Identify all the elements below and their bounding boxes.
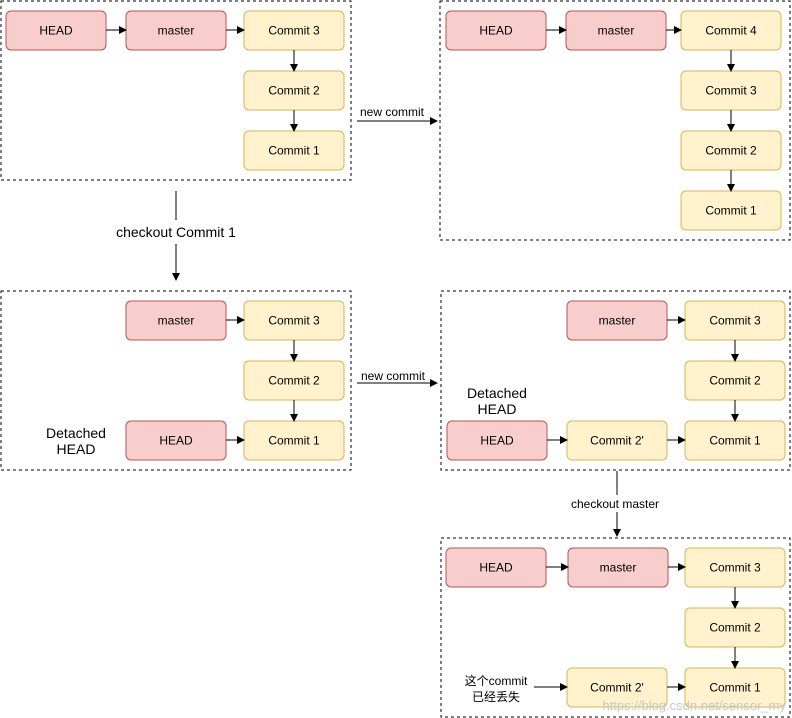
node-head-label: HEAD (479, 561, 513, 575)
lost-label-line-1: 这个commit (465, 673, 528, 688)
node-commit-4-label: Commit 4 (705, 24, 757, 38)
node-commit-3-label: Commit 3 (705, 84, 757, 98)
node-commit-1: Commit 1 (680, 190, 782, 231)
node-commit-2-label: Commit 2 (709, 621, 761, 635)
node-master-label: master (598, 24, 635, 38)
transition-new-commit-top: new commit (357, 105, 438, 125)
node-master-label: master (158, 314, 195, 328)
node-head: HEAD (445, 10, 547, 51)
detached-label-line-1: Detached (46, 425, 106, 441)
node-commit-1-label: Commit 1 (709, 434, 761, 448)
node-commit-2-label: Commit 2 (268, 374, 320, 388)
node-head: HEAD (445, 547, 547, 588)
lost-label-line-2: 已经丢失 (472, 689, 520, 704)
node-master: master (125, 300, 227, 341)
detached-label-line-1: Detached (467, 385, 527, 401)
node-commit-2-prime-label: Commit 2' (590, 681, 644, 695)
node-commit-2: Commit 2 (684, 360, 786, 401)
node-head: HEAD (5, 10, 107, 51)
panel-border (0, 290, 352, 471)
detached-label-line-2: HEAD (478, 401, 517, 417)
node-commit-3-label: Commit 3 (268, 24, 320, 38)
node-master: master (125, 10, 227, 51)
panel-after-new-commit: HEAD master Commit 4 Commit 3 Commit 2 C… (439, 0, 791, 241)
watermark: https://blog.csdn.net/sensor_my (602, 698, 786, 713)
panel-initial: HEAD master Commit 3 Commit 2 Commit 1 (0, 0, 352, 181)
node-commit-1-label: Commit 1 (268, 434, 320, 448)
panel-border (439, 0, 791, 241)
node-commit-2-prime: Commit 2' (566, 420, 668, 461)
node-head-label: HEAD (480, 434, 514, 448)
node-commit-1-label: Commit 1 (709, 681, 761, 695)
node-commit-1: Commit 1 (243, 420, 345, 461)
node-commit-1: Commit 1 (243, 130, 345, 171)
node-head-label: HEAD (159, 434, 193, 448)
node-commit-4: Commit 4 (680, 10, 782, 51)
node-commit-3: Commit 3 (680, 70, 782, 111)
node-master: master (566, 300, 668, 341)
panel-border (440, 537, 791, 718)
transition-new-commit-middle: new commit (357, 369, 438, 387)
panel-after-checkout-master: HEAD master Commit 3 Commit 2 Commit 2' … (440, 537, 791, 718)
node-commit-2-label: Commit 2 (709, 374, 761, 388)
transition-label: checkout master (571, 497, 659, 511)
node-master-label: master (599, 314, 636, 328)
node-commit-2: Commit 2 (243, 360, 345, 401)
node-commit-1-label: Commit 1 (268, 144, 320, 158)
node-master: master (567, 547, 669, 588)
transition-label: new commit (361, 369, 426, 383)
node-head: HEAD (125, 420, 227, 461)
node-commit-3-label: Commit 3 (709, 561, 761, 575)
node-commit-3: Commit 3 (684, 300, 786, 341)
transition-checkout-master: checkout master (571, 471, 659, 537)
node-commit-2-prime-label: Commit 2' (590, 434, 644, 448)
detached-label-line-2: HEAD (57, 441, 96, 457)
transition-label: checkout Commit 1 (116, 224, 236, 240)
node-commit-3-label: Commit 3 (709, 314, 761, 328)
node-head: HEAD (446, 420, 548, 461)
node-commit-1-label: Commit 1 (705, 204, 757, 218)
node-commit-2: Commit 2 (684, 607, 786, 648)
node-commit-3: Commit 3 (243, 300, 345, 341)
panel-border (440, 290, 791, 471)
node-commit-3: Commit 3 (243, 10, 345, 51)
panel-detached-head: master Commit 3 Commit 2 HEAD Commit 1 D… (0, 290, 352, 471)
node-master-label: master (600, 561, 637, 575)
node-commit-2-prime: Commit 2' (566, 667, 668, 708)
node-head-label: HEAD (39, 24, 73, 38)
node-commit-2: Commit 2 (680, 130, 782, 171)
node-commit-3: Commit 3 (684, 547, 786, 588)
node-commit-3-label: Commit 3 (268, 314, 320, 328)
node-master: master (565, 10, 667, 51)
node-commit-2-label: Commit 2 (268, 84, 320, 98)
transition-checkout-commit-1: checkout Commit 1 (116, 191, 236, 281)
panel-detached-new-commit: master Commit 3 Commit 2 HEAD Commit 2' … (440, 290, 791, 471)
node-head-label: HEAD (479, 24, 513, 38)
node-master-label: master (158, 24, 195, 38)
node-commit-1: Commit 1 (684, 420, 786, 461)
node-commit-2: Commit 2 (243, 70, 345, 111)
panel-border (0, 0, 352, 181)
transition-label: new commit (360, 105, 425, 119)
node-commit-2-label: Commit 2 (705, 144, 757, 158)
